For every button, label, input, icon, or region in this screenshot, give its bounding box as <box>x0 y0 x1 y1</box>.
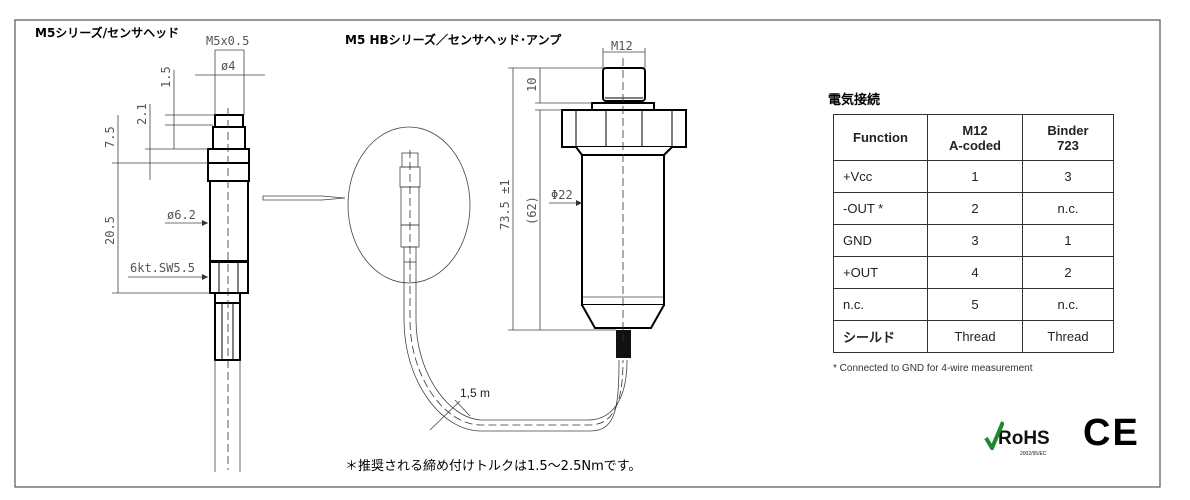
table-footnote: * Connected to GND for 4-wire measuremen… <box>833 363 1033 374</box>
dim-total-length: 73.5 ±1 <box>498 179 512 230</box>
dim-10: 10 <box>525 78 539 92</box>
check-icon <box>984 421 1004 450</box>
left-title: M5シリーズ/センサヘッド <box>35 25 179 40</box>
dim-thread: M5x0.5 <box>206 34 249 48</box>
m5-hb-sensor-amplifier <box>561 58 687 358</box>
connection-title: 電気接続 <box>828 93 881 108</box>
dim-body-dia: ø6.2 <box>167 208 196 222</box>
header-function: Function <box>833 114 928 161</box>
dim-hex: 6kt.SW5.5 <box>130 261 195 275</box>
cable-length: 1,5 m <box>460 386 490 400</box>
right-title: M5 HBシリーズ／センサヘッド･アンプ <box>345 32 562 47</box>
dim-1-5: 1.5 <box>159 66 173 88</box>
dim-7-5: 7.5 <box>103 126 117 148</box>
detail-ellipse <box>347 126 471 284</box>
m5-sensor-head <box>207 108 250 472</box>
dim-body-dia-22: Φ22 <box>551 188 573 202</box>
right-dimensions: M12 10 73.5 ±1 (62) Φ22 <box>498 39 646 331</box>
torque-note: ＊推奨される締め付けトルクは1.5～2.5Nmです。 <box>345 459 642 474</box>
cable: 1,5 m <box>403 262 628 432</box>
dim-m12: M12 <box>611 39 633 53</box>
dim-2-1: 2.1 <box>135 103 149 125</box>
frame-border <box>14 19 1161 488</box>
dim-body-length: (62) <box>525 196 539 225</box>
left-dimensions: M5x0.5 ø4 1.5 2.1 7.5 20.5 ø6.2 6kt.SW5.… <box>103 34 265 294</box>
arrow-icon <box>262 195 346 201</box>
rohs-logo: RoHS 2002/95/EC <box>984 421 1050 457</box>
dim-20-5: 20.5 <box>103 216 117 245</box>
ce-logo: CE <box>1083 412 1140 454</box>
dim-tip-dia: ø4 <box>221 59 235 73</box>
